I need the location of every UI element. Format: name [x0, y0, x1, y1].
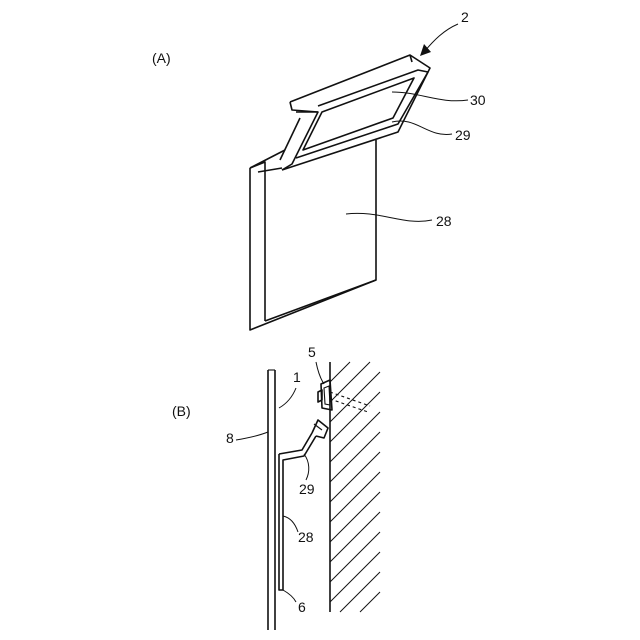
hatch-line: [330, 552, 380, 602]
hatch-line: [360, 592, 380, 612]
ref-2-label: 2: [461, 9, 469, 25]
figure-a-label: (A): [152, 50, 171, 66]
ref-28b-leader: [283, 516, 298, 532]
figure-b: (B) 5 1: [172, 344, 380, 630]
ref-30-label: 30: [470, 92, 486, 108]
ref-8-label: 8: [226, 430, 234, 446]
board-drawing: [268, 370, 275, 630]
hatch-line: [330, 512, 380, 562]
hatch-line: [330, 492, 380, 542]
ref-5-label: 5: [308, 344, 316, 360]
hatch-line: [330, 362, 350, 382]
figure-b-label: (B): [172, 403, 191, 419]
ref-28a-leader: [346, 213, 432, 221]
hatch-line: [330, 532, 380, 582]
hatch-line: [340, 572, 380, 612]
figure-a: (A) 2 30 29: [152, 9, 486, 330]
panel-bracket-drawing: [279, 420, 328, 590]
ref-29b-label: 29: [299, 481, 315, 497]
wall-drawing: [330, 362, 380, 612]
ref-6-label: 6: [298, 599, 306, 615]
hatch-line: [330, 362, 370, 402]
ref-1-label: 1: [293, 369, 301, 385]
hatch-line: [330, 412, 380, 462]
hatch-line: [330, 452, 380, 502]
ref-28b-label: 28: [298, 529, 314, 545]
wall-hatching: [330, 362, 380, 612]
hatch-line: [330, 472, 380, 522]
frame-29-drawing: [280, 55, 430, 170]
ref-2-leader: [424, 24, 458, 52]
ref-5-leader: [316, 362, 324, 384]
hatch-line: [330, 372, 380, 422]
ref-8-leader: [236, 432, 268, 440]
fastener-drawing: [318, 380, 370, 412]
hatch-line: [330, 432, 380, 482]
panel-28-drawing: [250, 140, 376, 330]
ref-29a-label: 29: [455, 127, 471, 143]
ref-28a-label: 28: [436, 213, 452, 229]
ref-1-leader: [279, 388, 296, 408]
hatch-line: [330, 392, 380, 442]
ref-29b-leader: [304, 454, 309, 480]
ref-6-leader: [283, 590, 296, 602]
